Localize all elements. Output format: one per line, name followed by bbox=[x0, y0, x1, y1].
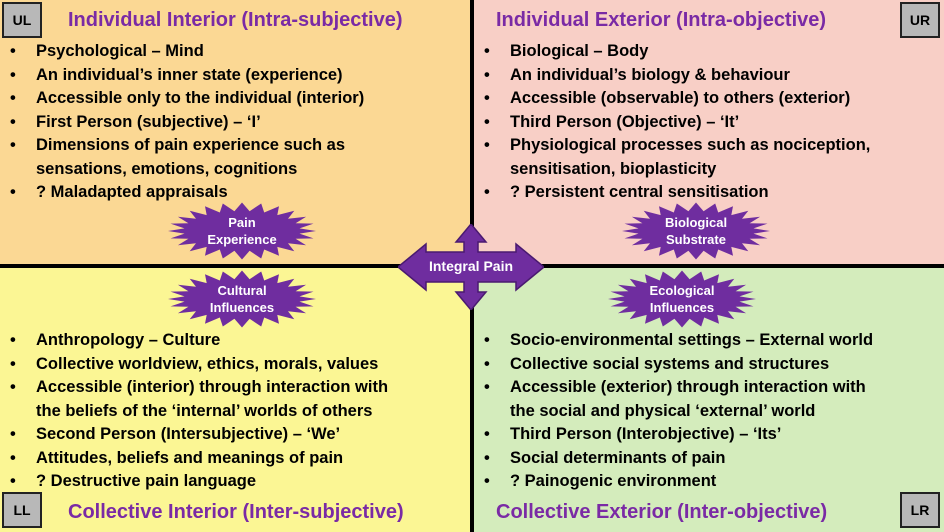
list-item: the beliefs of the ‘internal’ worlds of … bbox=[36, 401, 373, 420]
list-item: sensitisation, bioplasticity bbox=[510, 159, 717, 178]
quadrant-upper-left: Individual Interior (Intra-subjective) P… bbox=[0, 0, 470, 264]
starburst-shape bbox=[168, 202, 316, 260]
cultural-influences-badge: Cultural Influences bbox=[167, 270, 317, 328]
quadrant-title: Collective Exterior (Inter-objective) bbox=[496, 501, 828, 523]
starburst-shape bbox=[168, 270, 316, 328]
starburst-polygon bbox=[622, 202, 770, 260]
list-item: ? Painogenic environment bbox=[484, 470, 873, 494]
list-item: Accessible (observable) to others (exter… bbox=[484, 87, 870, 111]
list-item: Accessible (exterior) through interactio… bbox=[484, 376, 873, 400]
corner-label-lr: LR bbox=[900, 492, 940, 528]
badge-line: Influences bbox=[649, 300, 715, 315]
corner-label-ul: UL bbox=[2, 2, 42, 38]
list-item: An individual’s biology & behaviour bbox=[484, 64, 870, 88]
integral-pain-label: Integral Pain bbox=[428, 258, 514, 274]
pain-experience-badge: Pain Experience bbox=[167, 202, 317, 260]
starburst-polygon bbox=[168, 202, 316, 260]
list-item: Physiological processes such as nocicept… bbox=[484, 134, 870, 158]
bullet-list: Anthropology – Culture Collective worldv… bbox=[10, 329, 388, 494]
starburst-polygon bbox=[168, 270, 316, 328]
starburst-polygon bbox=[608, 270, 756, 328]
list-item: Third Person (Objective) – ‘It’ bbox=[484, 111, 870, 135]
badge-line: Pain bbox=[228, 215, 256, 230]
list-item: Attitudes, beliefs and meanings of pain bbox=[10, 447, 388, 471]
list-item: ? Destructive pain language bbox=[10, 470, 388, 494]
badge-line: Experience bbox=[207, 232, 277, 247]
list-item: ? Persistent central sensitisation bbox=[484, 181, 870, 205]
starburst-shape bbox=[622, 202, 770, 260]
list-item: Collective social systems and structures bbox=[484, 353, 873, 377]
list-item: First Person (subjective) – ‘I’ bbox=[10, 111, 364, 135]
list-item: Biological – Body bbox=[484, 40, 870, 64]
list-item: Dimensions of pain experience such as bbox=[10, 134, 364, 158]
badge-line: Cultural bbox=[217, 283, 267, 298]
list-item: Accessible only to the individual (inter… bbox=[10, 87, 364, 111]
list-item: Socio-environmental settings – External … bbox=[484, 329, 873, 353]
biological-substrate-badge: Biological Substrate bbox=[621, 202, 771, 260]
badge-line: Ecological bbox=[649, 283, 715, 298]
list-item: Collective worldview, ethics, morals, va… bbox=[10, 353, 388, 377]
list-item: Anthropology – Culture bbox=[10, 329, 388, 353]
bullet-list: Psychological – Mind An individual’s inn… bbox=[10, 40, 364, 205]
list-item: Social determinants of pain bbox=[484, 447, 873, 471]
list-item: the social and physical ‘external’ world bbox=[510, 401, 816, 420]
corner-label-ur: UR bbox=[900, 2, 940, 38]
list-item: Psychological – Mind bbox=[10, 40, 364, 64]
starburst-shape bbox=[608, 270, 756, 328]
quadrant-title: Individual Interior (Intra-subjective) bbox=[68, 9, 403, 31]
badge-line: Influences bbox=[209, 300, 275, 315]
quadrant-title: Individual Exterior (Intra-objective) bbox=[496, 9, 827, 31]
corner-label-ll: LL bbox=[2, 492, 42, 528]
list-item: Accessible (interior) through interactio… bbox=[10, 376, 388, 400]
list-item: sensations, emotions, cognitions bbox=[36, 159, 298, 178]
integral-pain-arrow: Integral Pain bbox=[398, 224, 544, 310]
badge-line: Biological bbox=[664, 215, 728, 230]
list-item: An individual’s inner state (experience) bbox=[10, 64, 364, 88]
ecological-influences-badge: Ecological Influences bbox=[607, 270, 757, 328]
list-item: Third Person (Interobjective) – ‘Its’ bbox=[484, 423, 873, 447]
badge-line: Substrate bbox=[666, 232, 726, 247]
bullet-list: Biological – Body An individual’s biolog… bbox=[484, 40, 870, 205]
four-way-arrow-icon bbox=[398, 224, 544, 310]
quadrant-title: Collective Interior (Inter-subjective) bbox=[68, 501, 404, 523]
list-item: ? Maladapted appraisals bbox=[10, 181, 364, 205]
bullet-list: Socio-environmental settings – External … bbox=[484, 329, 873, 494]
list-item: Second Person (Intersubjective) – ‘We’ bbox=[10, 423, 388, 447]
